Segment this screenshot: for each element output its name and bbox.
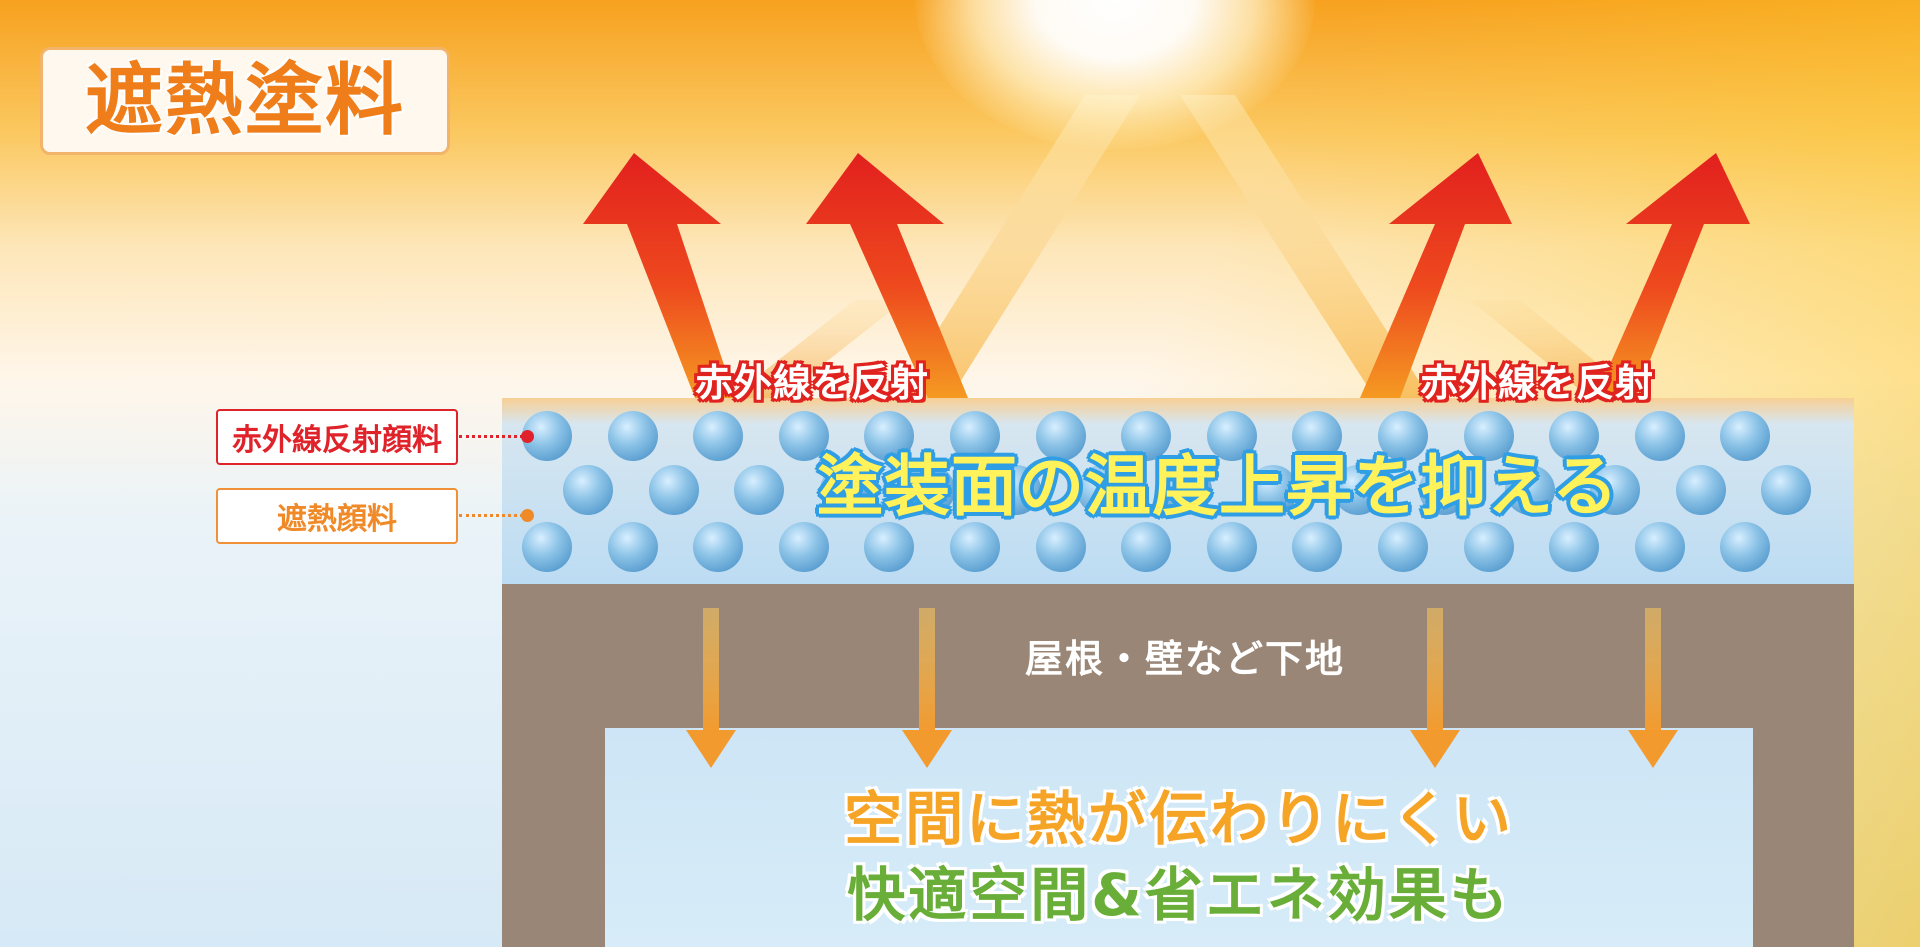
legend-ir-pigment: 赤外線反射顔料 xyxy=(216,409,458,465)
pigment-particle xyxy=(608,411,658,461)
pigment-particle xyxy=(649,465,699,515)
legend-dot-heat xyxy=(521,509,534,522)
legend-heat-pigment: 遮熱顔料 xyxy=(216,488,458,544)
pigment-particle xyxy=(563,465,613,515)
reflect-label-right: 赤外線を反射 xyxy=(1420,361,1655,405)
sun-beam xyxy=(895,95,1140,398)
substrate-label: 屋根・壁など下地 xyxy=(1024,637,1345,681)
reflection-arrow xyxy=(1360,153,1512,398)
reflection-arrow xyxy=(1595,153,1750,398)
pigment-particle xyxy=(1590,465,1640,515)
pigment-particle xyxy=(1077,465,1127,515)
heat-arrow xyxy=(902,608,952,768)
pigment-particle xyxy=(1292,522,1342,572)
pigment-particle xyxy=(1248,465,1298,515)
pigment-particle xyxy=(864,411,914,461)
pigment-particle xyxy=(1464,411,1514,461)
pigment-particle xyxy=(779,411,829,461)
pigment-particle xyxy=(1207,411,1257,461)
pigment-particle xyxy=(1036,411,1086,461)
pigment-particle xyxy=(1720,411,1770,461)
sun-beam xyxy=(1470,300,1640,398)
heat-arrow xyxy=(1628,608,1678,768)
pigment-particle xyxy=(950,411,1000,461)
legend-dot-ir xyxy=(521,430,534,443)
pigment-particle xyxy=(1720,522,1770,572)
pigment-particle xyxy=(1676,465,1726,515)
pigment-particle xyxy=(1549,522,1599,572)
room-message-line1: 空間に熱が伝わりにくい xyxy=(844,785,1514,853)
pigment-particle xyxy=(950,522,1000,572)
pigment-particle xyxy=(693,411,743,461)
title-box: 遮熱塗料 xyxy=(40,47,450,155)
pigment-particle xyxy=(522,522,572,572)
pigment-particle xyxy=(864,522,914,572)
legend-leader-ir xyxy=(459,435,523,438)
reflect-label-left: 赤外線を反射 xyxy=(695,361,930,405)
room-message-line2: 快適空間&省エネ効果も xyxy=(847,861,1511,929)
reflection-arrow xyxy=(806,153,968,398)
pigment-particle xyxy=(693,522,743,572)
pigment-particle xyxy=(1464,522,1514,572)
heat-arrow xyxy=(686,608,736,768)
pigment-particle xyxy=(1121,522,1171,572)
pigment-particle xyxy=(608,522,658,572)
pigment-particle xyxy=(734,465,784,515)
pigment-particle xyxy=(1292,411,1342,461)
sun-beam xyxy=(730,300,905,398)
heat-arrow xyxy=(1410,608,1460,768)
reflection-arrow xyxy=(583,153,735,398)
pigment-particle xyxy=(1635,411,1685,461)
pigment-particle xyxy=(1761,465,1811,515)
pigment-particle xyxy=(1635,522,1685,572)
pigment-particle xyxy=(1549,411,1599,461)
pigment-particle xyxy=(991,465,1041,515)
pigment-particle xyxy=(1419,465,1469,515)
pigment-particle xyxy=(1207,522,1257,572)
pigment-particle xyxy=(779,522,829,572)
pigment-particle xyxy=(1333,465,1383,515)
pigment-particle xyxy=(1121,411,1171,461)
coating-message: 塗装面の温度上昇を抑える xyxy=(816,448,1620,525)
pigment-particle xyxy=(1036,522,1086,572)
legend-leader-heat xyxy=(459,514,523,517)
pigment-particle xyxy=(1378,522,1428,572)
pigment-particle xyxy=(1505,465,1555,515)
pigment-particle xyxy=(905,465,955,515)
sun-beam xyxy=(1180,95,1430,398)
pigment-particle xyxy=(1378,411,1428,461)
page-title: 遮熱塗料 xyxy=(84,56,405,146)
pigment-particle xyxy=(820,465,870,515)
pigment-particle xyxy=(1162,465,1212,515)
interior-space xyxy=(605,728,1753,947)
